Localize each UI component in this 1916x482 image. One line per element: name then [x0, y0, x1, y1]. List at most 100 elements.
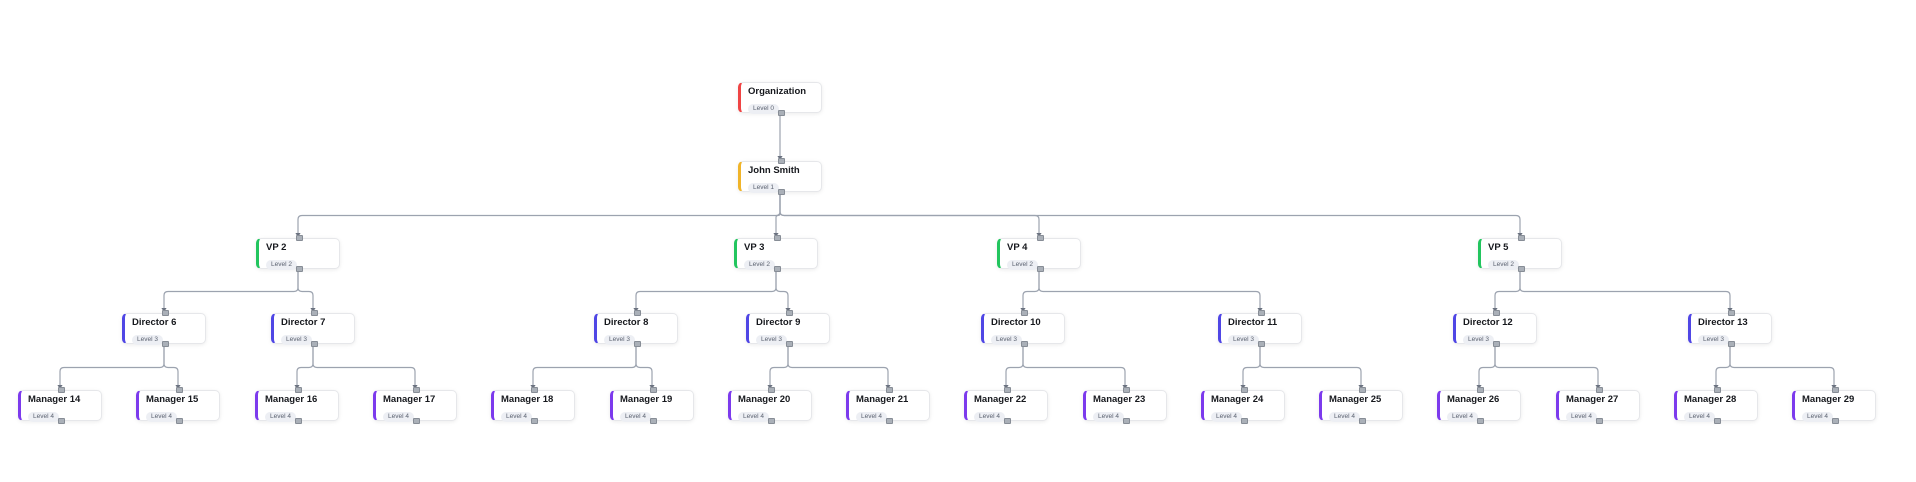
target-handle[interactable] — [1595, 387, 1603, 393]
target-handle[interactable] — [1492, 310, 1500, 316]
target-handle[interactable] — [57, 387, 65, 393]
org-edge — [296, 345, 314, 385]
source-handle[interactable] — [777, 189, 785, 195]
source-handle[interactable] — [1492, 341, 1500, 347]
source-handle[interactable] — [777, 110, 785, 116]
source-handle[interactable] — [785, 341, 793, 347]
source-handle[interactable] — [57, 418, 65, 424]
target-handle[interactable] — [1003, 387, 1011, 393]
target-handle[interactable] — [1257, 310, 1265, 316]
node-level-badge: Level 1 — [748, 183, 779, 193]
source-handle[interactable] — [1358, 418, 1366, 424]
source-handle[interactable] — [1517, 266, 1525, 272]
source-handle[interactable] — [649, 418, 657, 424]
org-edge — [769, 345, 789, 385]
target-handle[interactable] — [1517, 235, 1525, 241]
node-title: Manager 19 — [620, 395, 673, 405]
node-level-badge: Level 4 — [28, 412, 59, 422]
source-handle[interactable] — [1003, 418, 1011, 424]
source-handle[interactable] — [1122, 418, 1130, 424]
target-handle[interactable] — [1831, 387, 1839, 393]
source-handle[interactable] — [773, 266, 781, 272]
source-handle[interactable] — [1831, 418, 1839, 424]
source-handle[interactable] — [1476, 418, 1484, 424]
target-handle[interactable] — [1036, 235, 1044, 241]
source-handle[interactable] — [1257, 341, 1265, 347]
source-handle[interactable] — [530, 418, 538, 424]
target-handle[interactable] — [161, 310, 169, 316]
target-handle[interactable] — [1476, 387, 1484, 393]
target-handle[interactable] — [294, 387, 302, 393]
source-handle[interactable] — [175, 418, 183, 424]
source-handle[interactable] — [1713, 418, 1721, 424]
org-edge — [635, 345, 653, 385]
target-handle[interactable] — [649, 387, 657, 393]
target-handle[interactable] — [412, 387, 420, 393]
target-handle[interactable] — [767, 387, 775, 393]
org-edge — [635, 270, 777, 308]
target-handle[interactable] — [633, 310, 641, 316]
source-handle[interactable] — [161, 341, 169, 347]
target-handle[interactable] — [1713, 387, 1721, 393]
source-handle[interactable] — [767, 418, 775, 424]
target-handle[interactable] — [310, 310, 318, 316]
target-handle[interactable] — [785, 310, 793, 316]
source-handle[interactable] — [412, 418, 420, 424]
source-handle[interactable] — [633, 341, 641, 347]
target-handle[interactable] — [773, 235, 781, 241]
source-handle[interactable] — [310, 341, 318, 347]
target-handle[interactable] — [1727, 310, 1735, 316]
target-handle[interactable] — [777, 158, 785, 164]
node-level-badge: Level 3 — [1228, 335, 1259, 345]
source-handle[interactable] — [1020, 341, 1028, 347]
target-handle[interactable] — [885, 387, 893, 393]
source-handle[interactable] — [1727, 341, 1735, 347]
target-handle[interactable] — [295, 235, 303, 241]
source-handle[interactable] — [885, 418, 893, 424]
target-handle[interactable] — [1240, 387, 1248, 393]
source-handle[interactable] — [295, 266, 303, 272]
target-handle[interactable] — [175, 387, 183, 393]
target-handle[interactable] — [1122, 387, 1130, 393]
node-level-badge: Level 2 — [744, 260, 775, 270]
target-handle[interactable] — [1358, 387, 1366, 393]
source-handle[interactable] — [294, 418, 302, 424]
node-level-badge: Level 3 — [1463, 335, 1494, 345]
target-handle[interactable] — [1020, 310, 1028, 316]
source-handle[interactable] — [1595, 418, 1603, 424]
source-handle[interactable] — [1036, 266, 1044, 272]
source-handle[interactable] — [1240, 418, 1248, 424]
target-handle[interactable] — [530, 387, 538, 393]
